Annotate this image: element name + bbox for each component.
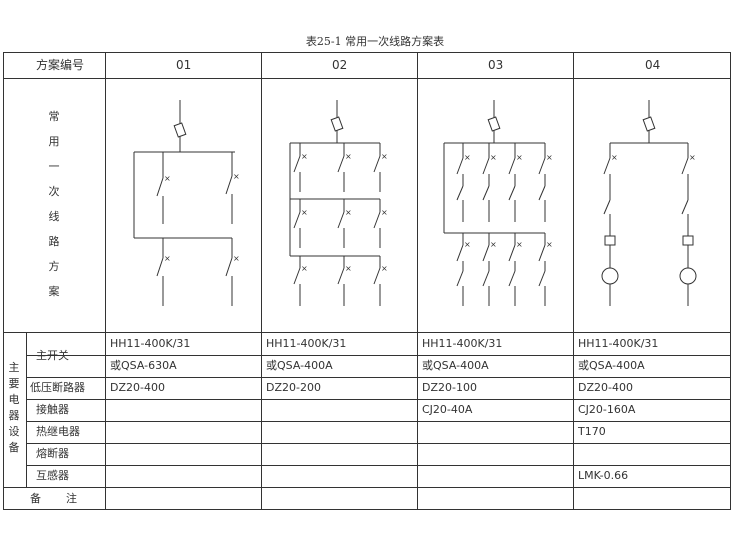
table-cell: 或QSA-400A [578, 359, 645, 372]
row-name-fuse: 熔断器 [36, 447, 69, 460]
table-cell: HH11-400K/31 [422, 337, 503, 350]
svg-text:×: × [546, 240, 553, 249]
table-cell: CJ20-160A [578, 403, 636, 416]
header-col-01: 01 [176, 58, 192, 72]
svg-text:×: × [516, 240, 523, 249]
circuit-marks-02: × × × × × × × × × [301, 152, 388, 273]
table-cell: HH11-400K/31 [578, 337, 659, 350]
table-cell: DZ20-100 [422, 381, 477, 394]
svg-text:×: × [490, 153, 497, 162]
svg-text:×: × [164, 254, 171, 263]
svg-text:×: × [464, 240, 471, 249]
row-name-main-switch: 主开关 [36, 349, 69, 362]
table-cell: 或QSA-400A [422, 359, 489, 372]
circuit-diagram-04 [602, 100, 696, 306]
table-cell: DZ20-200 [266, 381, 321, 394]
table-cell: CJ20-40A [422, 403, 473, 416]
svg-text:×: × [689, 153, 696, 162]
table-cell: T170 [578, 425, 606, 438]
svg-text:×: × [345, 208, 352, 217]
table-grid [3, 52, 731, 510]
row-name-transformer: 互感器 [36, 469, 69, 482]
equipment-group-label: 主 要 电 器 设 备 [8, 361, 20, 454]
row-name-breaker: 低压断路器 [30, 381, 85, 394]
svg-text:×: × [546, 153, 553, 162]
circuit-marks-01: × × × × [164, 172, 240, 263]
svg-text:×: × [611, 153, 618, 162]
svg-text:×: × [301, 264, 308, 273]
circuit-diagram-02 [290, 100, 380, 306]
svg-text:×: × [233, 254, 240, 263]
table-cell: 或QSA-400A [266, 359, 333, 372]
header-col-03: 03 [488, 58, 504, 72]
remarks-label-1: 备 [30, 492, 41, 505]
svg-text:×: × [381, 152, 388, 161]
svg-text:×: × [301, 208, 308, 217]
table-cell: DZ20-400 [578, 381, 633, 394]
svg-text:×: × [345, 264, 352, 273]
circuit-diagram-03 [444, 100, 545, 306]
svg-text:×: × [381, 264, 388, 273]
svg-text:×: × [345, 152, 352, 161]
header-scheme-no: 方案编号 [36, 58, 85, 72]
svg-text:×: × [164, 174, 171, 183]
table-title: 表25-1 常用一次线路方案表 [305, 35, 445, 48]
table-cell: 或QSA-630A [110, 359, 177, 372]
table-cell: HH11-400K/31 [110, 337, 191, 350]
remarks-label-2: 注 [66, 492, 77, 505]
svg-text:×: × [464, 153, 471, 162]
row-name-thermal-relay: 热继电器 [36, 425, 80, 438]
diagram-row-label: 常 用 一 次 线 路 方 案 [48, 110, 60, 298]
svg-text:×: × [490, 240, 497, 249]
circuit-diagram-01 [134, 100, 235, 306]
header-col-02: 02 [332, 58, 348, 72]
table-cell: LMK-0.66 [578, 469, 629, 482]
svg-text:×: × [233, 172, 240, 181]
header-col-04: 04 [645, 58, 661, 72]
circuit-marks-04: ×× [611, 153, 696, 162]
svg-text:×: × [301, 152, 308, 161]
row-name-contactor: 接触器 [36, 403, 69, 416]
circuit-marks-03: × × × × × × × × [464, 153, 553, 249]
svg-text:×: × [381, 208, 388, 217]
table-cell: DZ20-400 [110, 381, 165, 394]
svg-text:×: × [516, 153, 523, 162]
table-cell: HH11-400K/31 [266, 337, 347, 350]
